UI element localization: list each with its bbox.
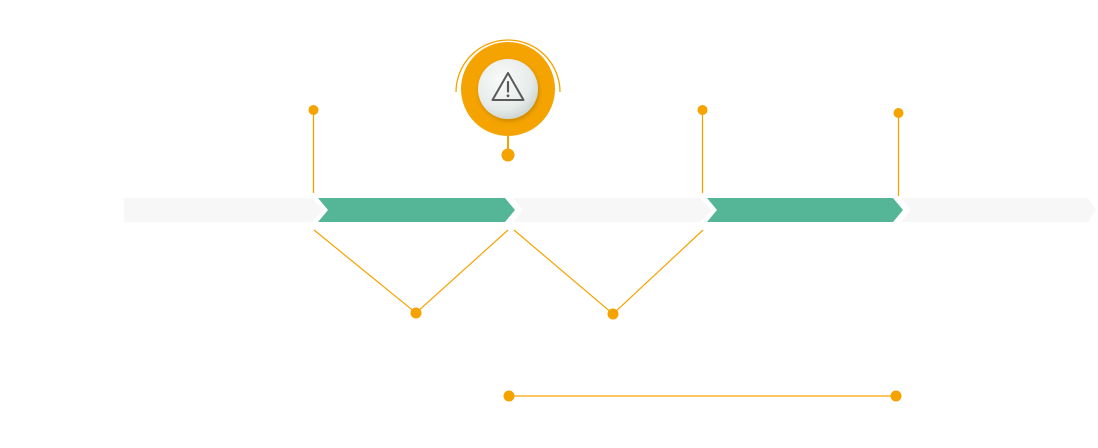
v-connector-line [513,229,704,315]
pin-marker-2 [697,105,708,193]
v-connector-dot [410,307,422,319]
pin-dot [893,108,904,118]
bottom-connector-dot-left [503,390,515,402]
timeline-track [124,198,1096,222]
pin-dot [308,105,319,115]
v-connector-1 [313,229,509,319]
v-connector-dot [607,308,619,320]
track-segment-4 [707,198,903,222]
badge-stem-dot [501,148,515,162]
v-connector-line [313,229,509,314]
warning-badge [455,39,561,162]
track-segment-3 [513,198,712,222]
v-connector-2 [513,229,704,320]
track-segment-2 [318,198,515,222]
pin-dot [697,105,708,115]
badge-arc [455,39,561,93]
bottom-connector [503,390,902,402]
pin-marker-1 [308,105,319,193]
track-segment-1 [124,198,324,222]
pin-marker-3 [893,108,904,196]
bottom-connector-dot-right [890,390,902,402]
warning-triangle-icon [491,72,525,101]
track-segment-5 [901,198,1096,222]
